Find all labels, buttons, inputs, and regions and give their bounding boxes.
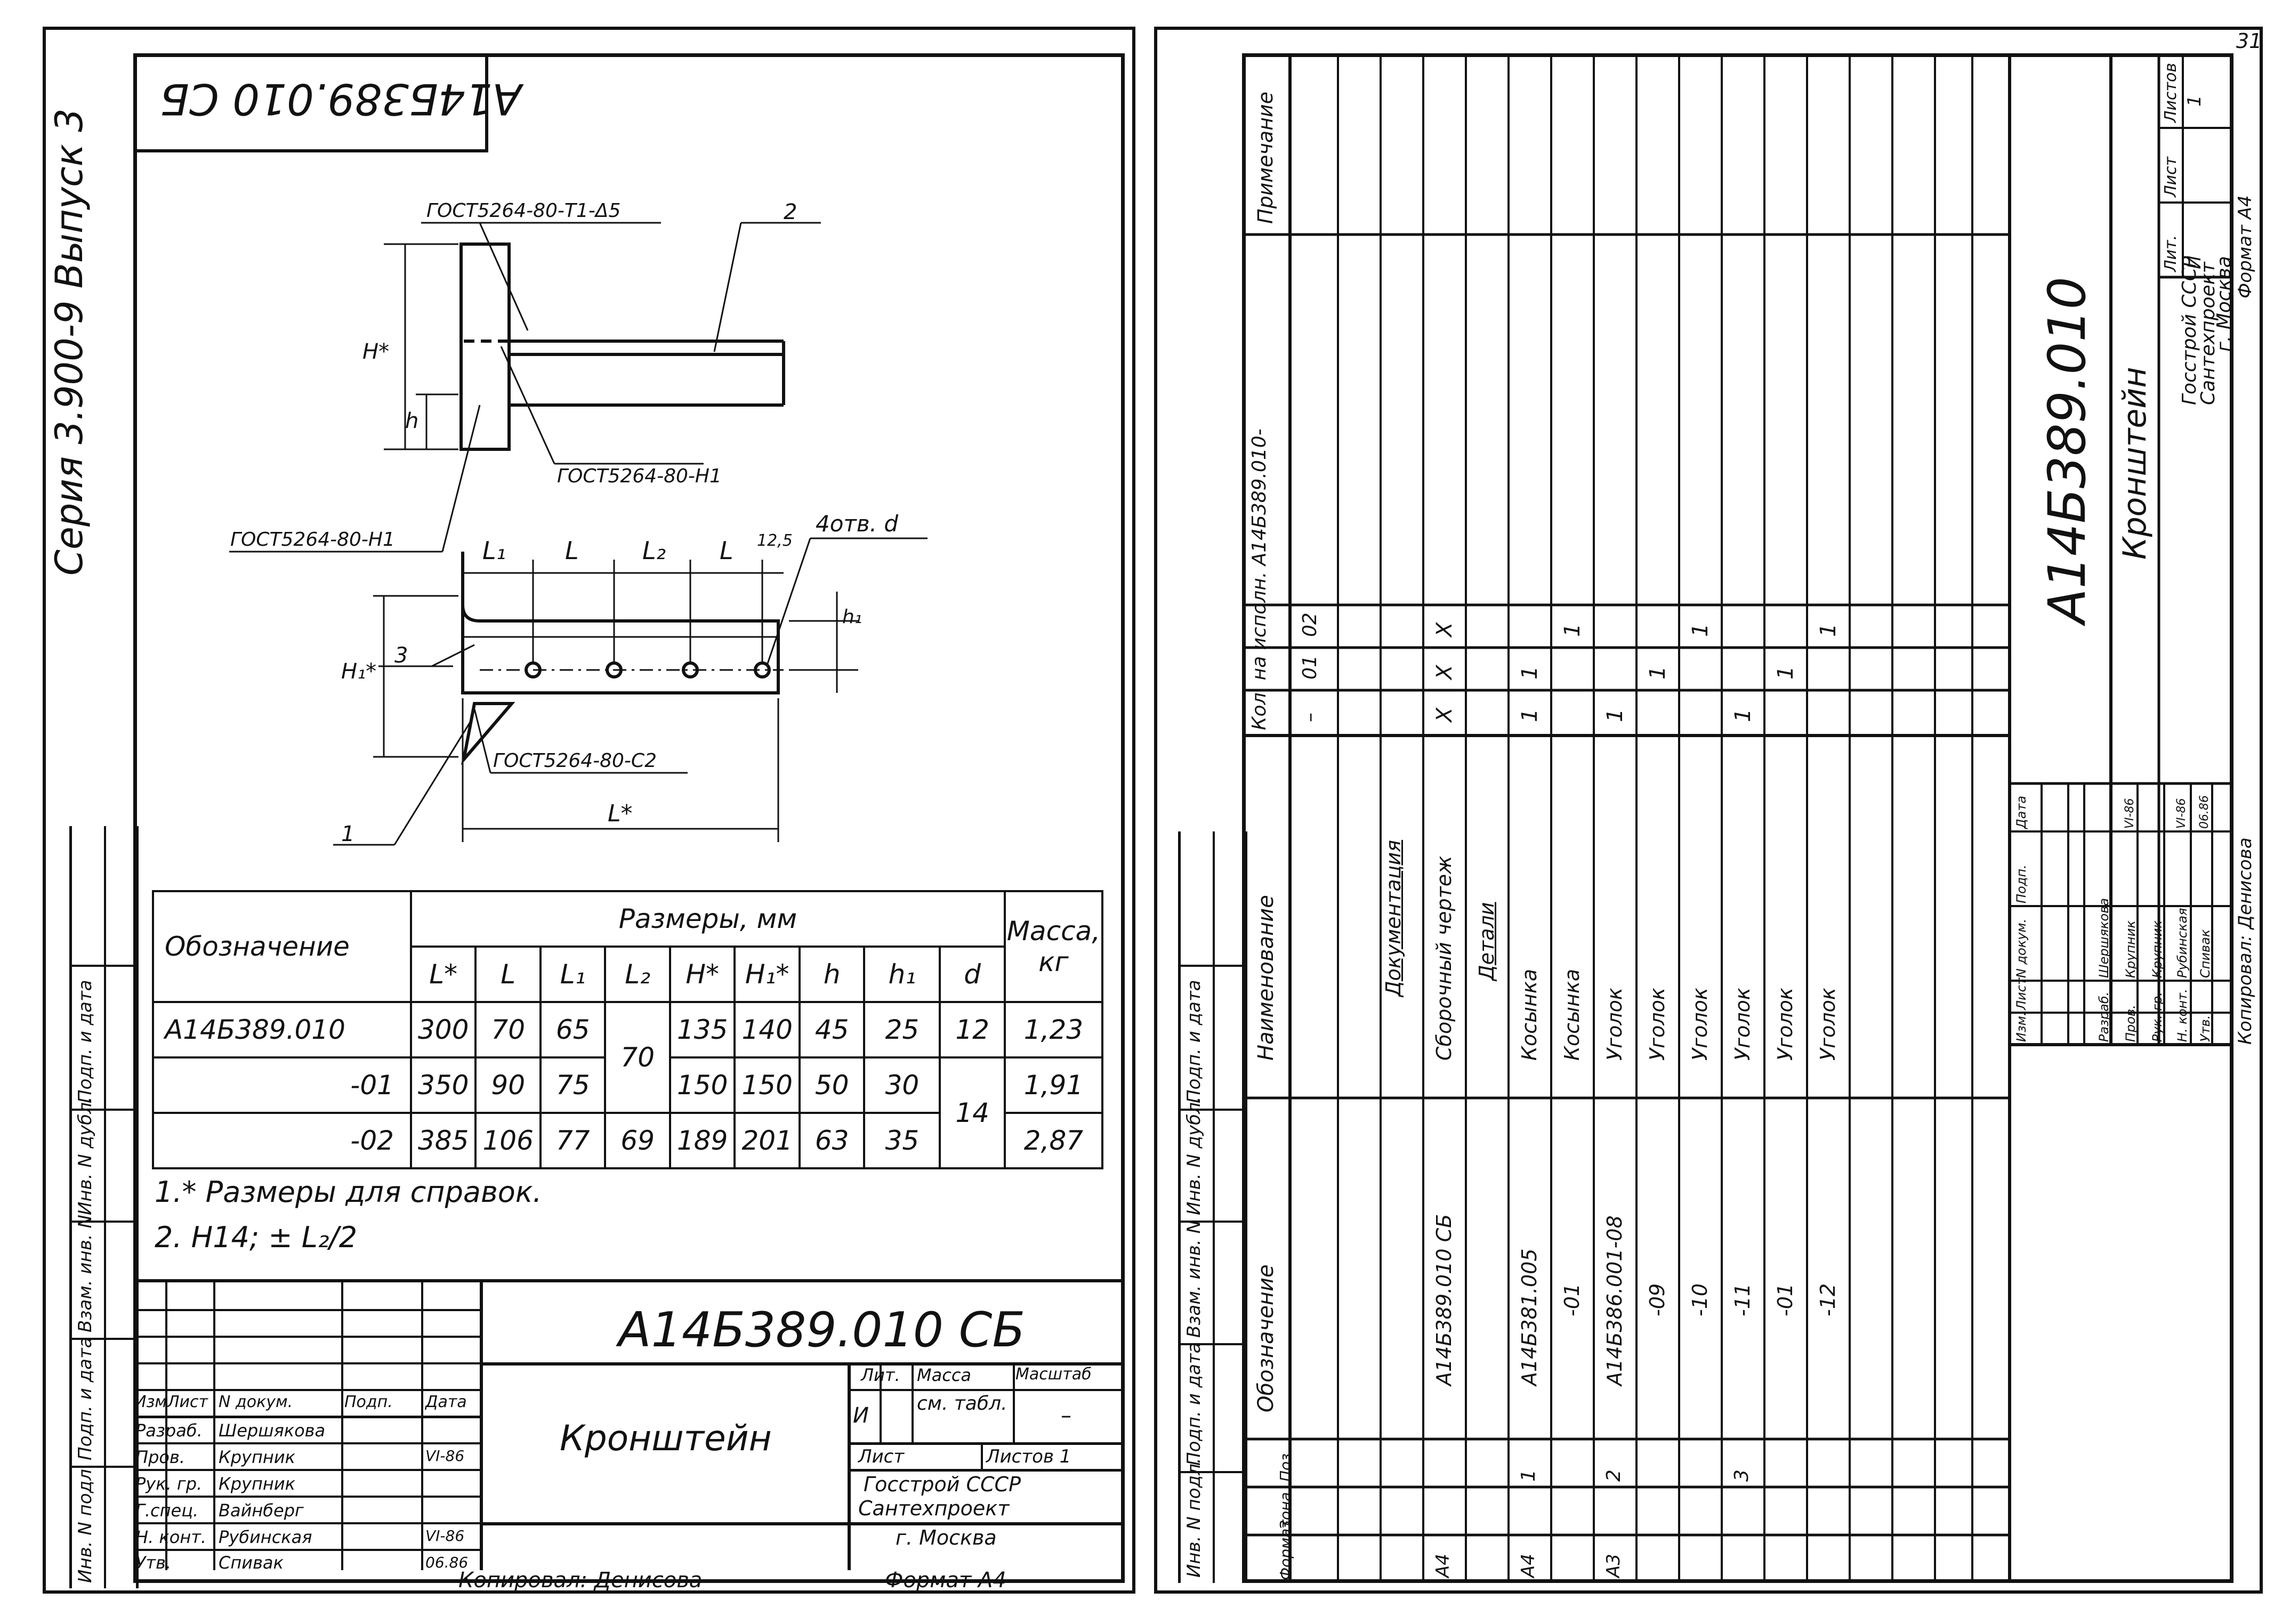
left-sheet-outer <box>43 27 1135 1594</box>
dims-sub-H1: H₁* <box>733 946 801 1003</box>
right-title-name: Кронштейн <box>2116 367 2154 560</box>
dim-12-5: 12,5 <box>757 531 793 550</box>
revision-grid: Изм Лист N докум. Подп. Дата Разраб. Про… <box>133 1282 480 1571</box>
dims-sub-h1: h₁ <box>863 946 941 1003</box>
spec-header-qty: Кол. на исполн. А14Б389.010- <box>1248 429 1270 730</box>
right-side-strip: Инв. N подл. Подп. и дата Взам. инв. N И… <box>1178 831 1247 1583</box>
dims-sub-L1: L₁ <box>539 946 607 1003</box>
angle-side-view <box>461 552 780 694</box>
right-sheet-inner-frame <box>1242 53 2233 1583</box>
left-sheet-inner-frame <box>133 53 1125 1583</box>
right-copied-by: Копировал: Денисова <box>2235 837 2256 1045</box>
table-row: -01 350 90 75 150 150 50 30 14 1,91 <box>152 1056 1104 1169</box>
top-stamp-box: А14Б389.010 СБ <box>133 53 521 152</box>
left-format: Формат А4 <box>885 1568 1006 1593</box>
weld-right-label: ГОСТ5264-80-Н1 <box>557 465 722 487</box>
title-code: А14Б389.010 СБ <box>618 1302 1026 1358</box>
table-row: -02 385 106 77 69 189 201 63 35 2,87 <box>152 1112 1104 1169</box>
dims-sub-H: H* <box>668 946 736 1003</box>
weld-left-label: ГОСТ5264-80-Н1 <box>230 529 395 551</box>
right-title-code: А14Б389.010 <box>2037 277 2097 624</box>
merged-d: 14 <box>939 1056 1006 1169</box>
gusset-view <box>461 702 515 765</box>
right-sheet-outer <box>1154 27 2263 1594</box>
callout-2: 2 <box>784 200 797 224</box>
dims-sub-d: d <box>939 946 1006 1003</box>
dim-H1: H₁* <box>341 659 377 684</box>
dim-h1: h₁ <box>842 606 862 628</box>
spec-header-zone: Зона <box>1277 1492 1294 1530</box>
spec-header-pos: Поз. <box>1277 1449 1294 1482</box>
note-2: 2. H14; ± L₂/2 <box>155 1221 358 1254</box>
note-1: 1.* Размеры для справок. <box>155 1175 542 1209</box>
dimensions-table: Обозначение Размеры, мм Масса, кг L* L L… <box>152 890 1104 1169</box>
dim-h: h <box>405 409 419 433</box>
weld-top-label: ГОСТ5264-80-Т1-Δ5 <box>426 200 621 222</box>
dims-sub-h: h <box>798 946 866 1003</box>
spec-row-details: Детали <box>1475 902 1498 981</box>
merged-L2: 70 <box>604 1001 671 1114</box>
spec-header-designation: Обозначение <box>1254 1264 1278 1412</box>
left-side-strip: Инв. N подл. Подп. и дата Взам. инв. N И… <box>69 826 139 1588</box>
callout-3: 3 <box>394 643 408 668</box>
table-row: А14Б389.010 300 70 65 70 135 140 45 25 1… <box>152 1001 1104 1114</box>
weld-bottom-label: ГОСТ5264-80-С2 <box>493 750 657 772</box>
title-name: Кронштейн <box>560 1418 772 1459</box>
spec-header-name: Наименование <box>1254 895 1278 1061</box>
right-format: Формат А4 <box>2235 195 2256 298</box>
dim-H: H* <box>362 340 390 364</box>
dim-L2: L₂ <box>642 536 666 565</box>
dims-sub-L2: L₂ <box>604 946 671 1003</box>
dims-col-sizes: Размеры, мм <box>409 890 1006 948</box>
callout-1: 1 <box>341 822 355 846</box>
spec-header-note: Примечание <box>1254 91 1277 224</box>
dim-L4: L <box>720 536 733 565</box>
dims-sub-L: L <box>474 946 542 1003</box>
left-copied-by: Копировал: Денисова <box>458 1568 703 1593</box>
dim-Lstar: L* <box>608 800 633 827</box>
dim-L1: L₁ <box>482 536 506 565</box>
holes-note: 4отв. d <box>816 511 898 537</box>
dims-sub-Lstar: L* <box>409 946 477 1003</box>
left-title-block: Изм Лист N докум. Подп. Дата Разраб. Про… <box>133 1279 1125 1571</box>
dims-col-mass: Масса, кг <box>1003 890 1104 1003</box>
dim-L: L <box>565 536 579 565</box>
dims-col-designation: Обозначение <box>152 890 412 1003</box>
spec-row-documentation: Документация <box>1382 839 1405 997</box>
page-number: 31 <box>2236 29 2262 53</box>
